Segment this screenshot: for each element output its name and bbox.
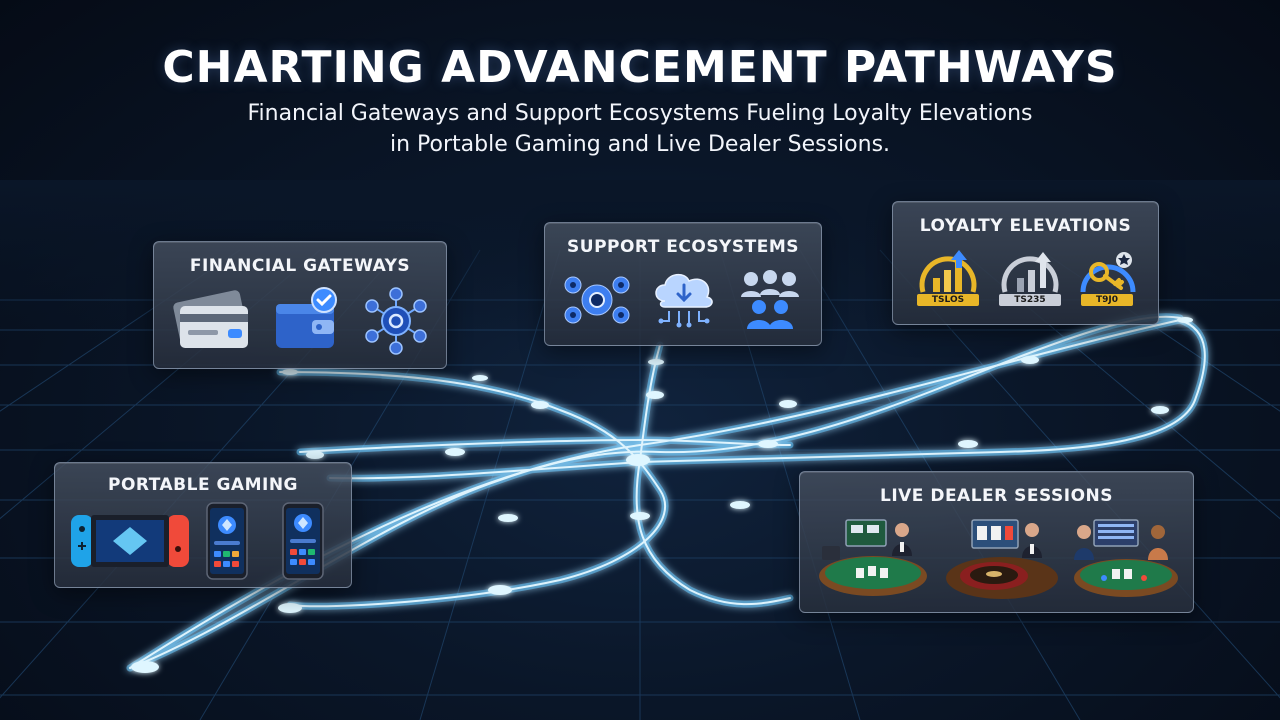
panel-title: LIVE DEALER SESSIONS [879,486,1113,506]
panel-title: PORTABLE GAMING [107,475,299,495]
roulette-table-icon [946,519,1058,599]
gold-growth-badge-icon [919,250,977,293]
live-dealer-sessions-panel: LIVE DEALER SESSIONS [799,471,1194,613]
loyalty-badge-label: TSLOS [917,294,979,306]
handheld-console-icon [71,515,189,567]
network-hub-icon [365,287,427,355]
smartphone-icon [282,502,324,580]
card-table-icon [1074,519,1178,597]
blackjack-table-icon [819,519,927,596]
subtitle-line-1: Financial Gateways and Support Ecosystem… [247,101,1033,126]
smartphone-icon [206,502,248,580]
panel-title: SUPPORT ECOSYSTEMS [567,237,799,257]
page-title: CHARTING ADVANCEMENT PATHWAYS [162,42,1118,93]
key-star-badge-icon [1080,252,1136,293]
gears-icon [564,276,630,324]
support-ecosystems-panel: SUPPORT ECOSYSTEMS [544,222,822,346]
page-subtitle: Financial Gateways and Support Ecosystem… [0,98,1280,160]
panel-title: LOYALTY ELEVATIONS [919,216,1132,236]
loyalty-badge-label: T9J0 [1081,294,1133,306]
silver-growth-badge-icon [1001,252,1059,293]
cloud-circuit-icon [655,273,713,328]
wallet-check-icon [276,287,337,348]
loyalty-badge-label: TS235 [999,294,1061,306]
portable-gaming-panel: PORTABLE GAMING [54,462,352,588]
subtitle-line-2: in Portable Gaming and Live Dealer Sessi… [389,132,891,157]
user-group-icon [741,270,799,329]
path-nodes [131,317,1193,673]
panel-title: FINANCIAL GATEWAYS [189,256,411,276]
credit-card-icon [173,290,248,348]
financial-gateways-panel: FINANCIAL GATEWAYS [153,241,447,369]
loyalty-elevations-panel: LOYALTY ELEVATIONS TSLOS TS235 T9J0 [892,201,1159,325]
